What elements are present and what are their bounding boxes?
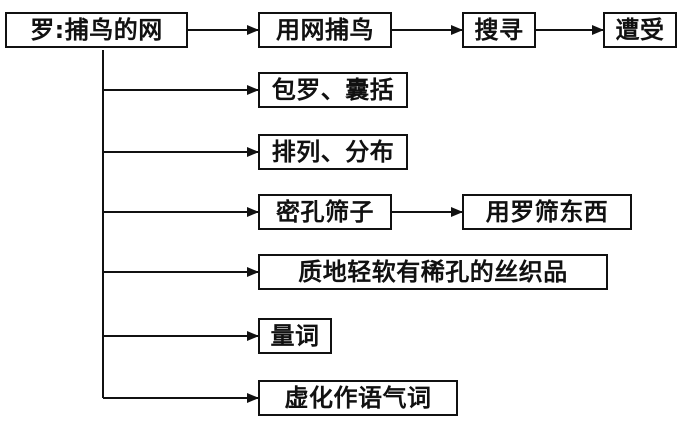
branch-box-6: 虚化作语气词 <box>258 380 458 416</box>
sub-branch-box: 用罗筛东西 <box>462 194 632 230</box>
branch-box-1: 包罗、囊括 <box>258 72 408 108</box>
branch-box-2: 排列、分布 <box>258 134 408 170</box>
branch-box-3: 密孔筛子 <box>258 194 392 230</box>
branch-box-5: 量词 <box>258 318 332 354</box>
root-box: 罗:捕鸟的网 <box>5 12 188 48</box>
branch-box-4: 质地轻软有稀孔的丝织品 <box>258 254 608 290</box>
chain-box-3: 遭受 <box>603 12 677 48</box>
chain-box-2: 搜寻 <box>462 12 536 48</box>
chain-box-1: 用网捕鸟 <box>258 12 392 48</box>
